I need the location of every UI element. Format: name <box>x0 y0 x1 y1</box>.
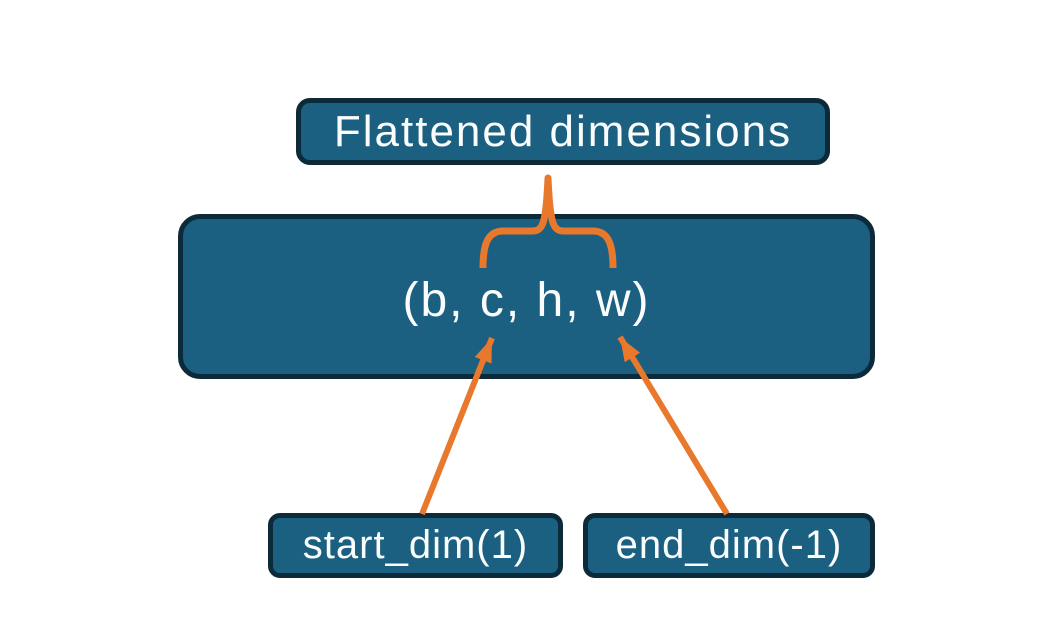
end-dim-box: end_dim(-1) <box>583 513 875 578</box>
tensor-shape-box: (b, c, h, w) <box>178 214 875 379</box>
tensor-shape-label: (b, c, h, w) <box>402 274 651 327</box>
start-dim-label: start_dim(1) <box>302 523 529 567</box>
flattened-dimensions-label: Flattened dimensions <box>333 106 793 156</box>
start-dim-box: start_dim(1) <box>268 513 563 578</box>
end-dim-label: end_dim(-1) <box>615 523 843 567</box>
flattened-dimensions-box: Flattened dimensions <box>296 98 830 165</box>
